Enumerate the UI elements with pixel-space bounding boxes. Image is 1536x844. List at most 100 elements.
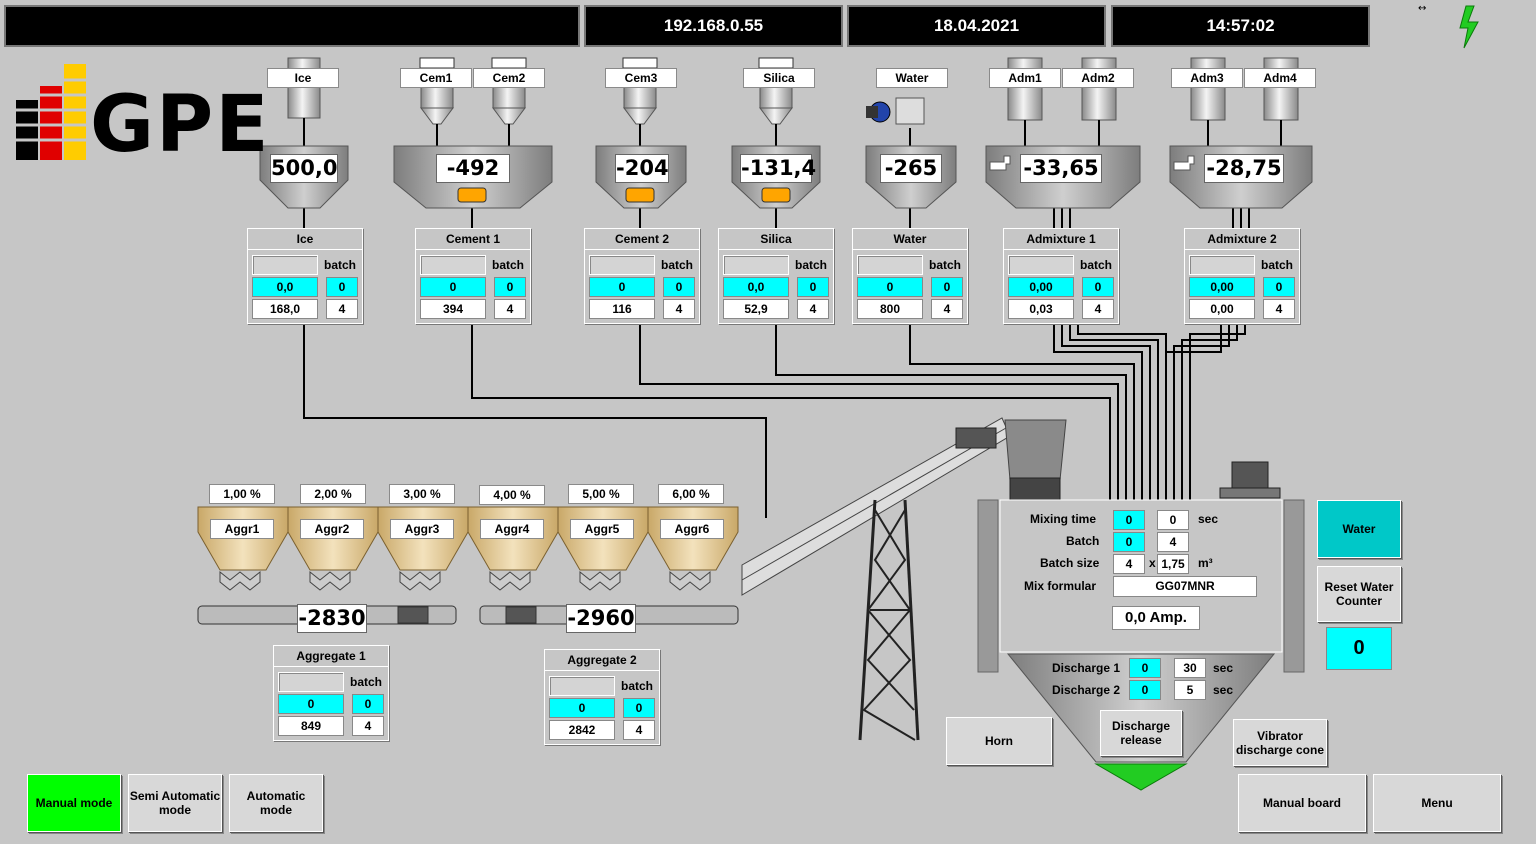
menu-button[interactable]: Menu xyxy=(1373,774,1501,832)
batch-total: 4 xyxy=(494,299,526,319)
panel-aggregate-1: Aggregate 1 batch 0 0 849 4 xyxy=(273,645,389,741)
manual-mode-button[interactable]: Manual mode xyxy=(27,774,121,832)
aggr2-moisture[interactable]: 2,00 % xyxy=(300,484,366,504)
panel-title: Admixture 2 xyxy=(1185,229,1299,250)
setpoint-field[interactable] xyxy=(549,676,615,696)
manual-board-button[interactable]: Manual board xyxy=(1238,774,1366,832)
panel-cement-2: Cement 2 batch 0 0 116 4 xyxy=(584,228,700,324)
conveyor-support xyxy=(858,499,920,741)
batch-actual: 0 xyxy=(494,277,526,297)
silo-label-ice: Ice xyxy=(267,68,339,88)
batch-actual: 0 xyxy=(663,277,695,297)
scale-cement-1: -492 xyxy=(436,154,510,183)
mixing-time-unit: sec xyxy=(1198,512,1219,526)
scale-silica: -131,4 xyxy=(740,154,816,183)
setpoint-field[interactable] xyxy=(723,255,789,275)
silo-label-cem2: Cem2 xyxy=(473,68,545,88)
horn-button[interactable]: Horn xyxy=(946,717,1052,765)
vibrator-discharge-cone-button[interactable]: Vibrator discharge cone xyxy=(1233,719,1327,766)
setpoint-field[interactable] xyxy=(589,255,655,275)
aggr6-label: Aggr6 xyxy=(660,519,724,539)
mix-formula-field[interactable]: GG07MNR xyxy=(1113,576,1257,597)
batch-total: 4 xyxy=(1082,299,1114,319)
discharge-cone xyxy=(1006,653,1276,763)
actual-value: 0,00 xyxy=(1008,277,1074,297)
bin-gates xyxy=(219,570,711,591)
panel-title: Aggregate 2 xyxy=(545,650,659,671)
logo-bars xyxy=(16,64,86,160)
total-value: 0,00 xyxy=(1189,299,1255,319)
silo-label-adm3: Adm3 xyxy=(1171,68,1243,88)
actual-value: 0,00 xyxy=(1189,277,1255,297)
panel-cement-1: Cement 1 batch 0 0 394 4 xyxy=(415,228,531,324)
setpoint-field[interactable] xyxy=(278,672,344,692)
batch-size-volume[interactable]: 1,75 xyxy=(1157,554,1189,574)
discharge1-set[interactable]: 30 xyxy=(1174,658,1206,678)
aggr3-label: Aggr3 xyxy=(390,519,454,539)
water-button[interactable]: Water xyxy=(1317,500,1401,558)
silo-filters xyxy=(419,57,794,69)
automatic-mode-button[interactable]: Automatic mode xyxy=(229,774,323,832)
panel-title: Ice xyxy=(248,229,362,250)
batch-total: 4 xyxy=(1263,299,1295,319)
total-value: 116 xyxy=(589,299,655,319)
total-value: 394 xyxy=(420,299,486,319)
aggr1-moisture[interactable]: 1,00 % xyxy=(209,484,275,504)
batch-actual: 0 xyxy=(1082,277,1114,297)
setpoint-field[interactable] xyxy=(857,255,923,275)
silo-label-water: Water xyxy=(876,68,948,88)
panel-title: Silica xyxy=(719,229,833,250)
silo-label-adm4: Adm4 xyxy=(1244,68,1316,88)
total-value: 168,0 xyxy=(252,299,318,319)
panel-admixture-2: Admixture 2 batch 0,00 0 0,00 4 xyxy=(1184,228,1300,324)
date-display: 18.04.2021 xyxy=(847,5,1106,47)
actual-value: 0 xyxy=(278,694,344,714)
batch-total: 4 xyxy=(663,299,695,319)
aggr6-moisture[interactable]: 6,00 % xyxy=(658,484,724,504)
mixing-time-set[interactable]: 0 xyxy=(1157,510,1189,530)
batch-header: batch xyxy=(350,675,383,689)
motor-icon xyxy=(1219,461,1281,499)
discharge2-actual: 0 xyxy=(1129,680,1161,700)
batch-header: batch xyxy=(1080,258,1113,272)
batch-actual: 0 xyxy=(931,277,963,297)
discharge2-set[interactable]: 5 xyxy=(1174,680,1206,700)
scale-aggregate-2: -2960 xyxy=(566,604,636,633)
panel-title: Water xyxy=(853,229,967,250)
batch-actual: 0 xyxy=(797,277,829,297)
aggr4-label: Aggr4 xyxy=(480,519,544,539)
setpoint-field[interactable] xyxy=(1008,255,1074,275)
panel-silica: Silica batch 0,0 0 52,9 4 xyxy=(718,228,834,324)
discharge1-actual: 0 xyxy=(1129,658,1161,678)
batch-header: batch xyxy=(661,258,694,272)
panel-aggregate-2: Aggregate 2 batch 0 0 2842 4 xyxy=(544,649,660,745)
batch-size-label: Batch size xyxy=(1040,556,1100,570)
aggr5-moisture[interactable]: 5,00 % xyxy=(568,484,634,504)
setpoint-field[interactable] xyxy=(252,255,318,275)
mixing-time-label: Mixing time xyxy=(1030,512,1097,526)
batch-size-x: x xyxy=(1149,556,1156,570)
actual-value: 0,0 xyxy=(252,277,318,297)
reset-water-counter-button[interactable]: Reset Water Counter xyxy=(1317,566,1401,622)
batch-actual: 0 xyxy=(623,698,655,718)
valve-icon xyxy=(866,97,925,125)
aggr3-moisture[interactable]: 3,00 % xyxy=(389,484,455,504)
aggr4-moisture[interactable]: 4,00 % xyxy=(479,485,545,505)
scale-admixture-1: -33,65 xyxy=(1020,154,1102,183)
total-value: 849 xyxy=(278,716,344,736)
discharge2-unit: sec xyxy=(1213,683,1234,697)
faucet-icon xyxy=(989,155,1195,171)
silo-label-adm2: Adm2 xyxy=(1062,68,1134,88)
total-value: 52,9 xyxy=(723,299,789,319)
discharge-release-button[interactable]: Discharge release xyxy=(1100,710,1182,756)
lightning-icon xyxy=(1459,5,1479,49)
batch-actual: 0 xyxy=(1263,277,1295,297)
batch-header: batch xyxy=(1261,258,1294,272)
semi-automatic-mode-button[interactable]: Semi Automatic mode xyxy=(128,774,222,832)
batch-size-count[interactable]: 4 xyxy=(1113,554,1145,574)
setpoint-field[interactable] xyxy=(420,255,486,275)
mixer-amps: 0,0 Amp. xyxy=(1112,606,1200,630)
aggr5-label: Aggr5 xyxy=(570,519,634,539)
batch-total[interactable]: 4 xyxy=(1157,532,1189,552)
setpoint-field[interactable] xyxy=(1189,255,1255,275)
